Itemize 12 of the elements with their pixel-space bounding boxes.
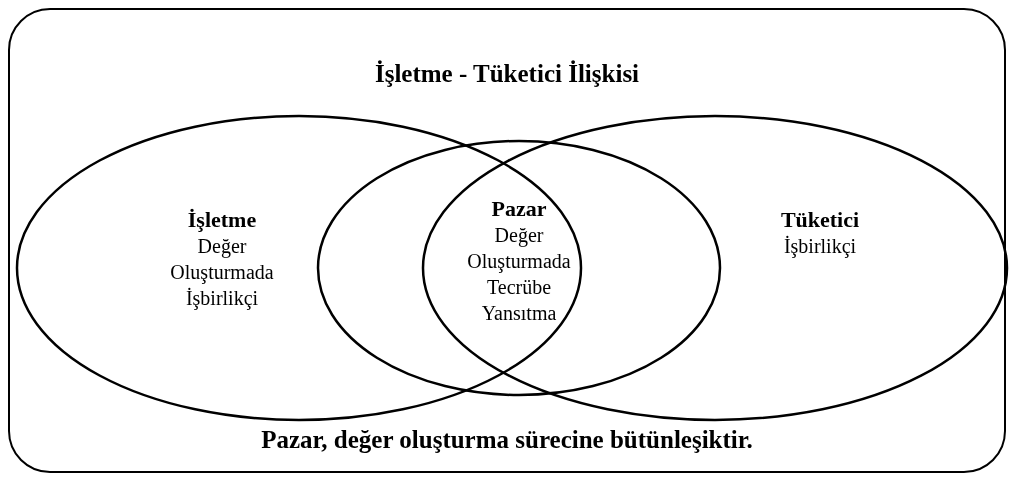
ellipse-text: Değer Oluşturmada Tecrübe Yansıtma	[466, 223, 572, 326]
ellipse-heading: İşletme	[186, 207, 258, 233]
venn-ellipse	[317, 140, 721, 396]
ellipse-heading: Pazar	[490, 196, 548, 222]
venn-ellipse	[422, 115, 1008, 421]
frame-heading: İşletme - Tüketici İlişkisi	[373, 60, 641, 88]
ellipse-heading: Tüketici	[779, 207, 861, 233]
summary-text: Pazar, değer oluşturma sürecine bütünleşiktir.	[260, 426, 754, 454]
ellipse-text: İşbirlikçi	[782, 234, 858, 259]
venn-ellipse	[16, 115, 582, 421]
ellipse-text: Değer Oluşturmada İşbirlikçi	[169, 234, 275, 311]
rounded-frame	[8, 8, 1006, 473]
